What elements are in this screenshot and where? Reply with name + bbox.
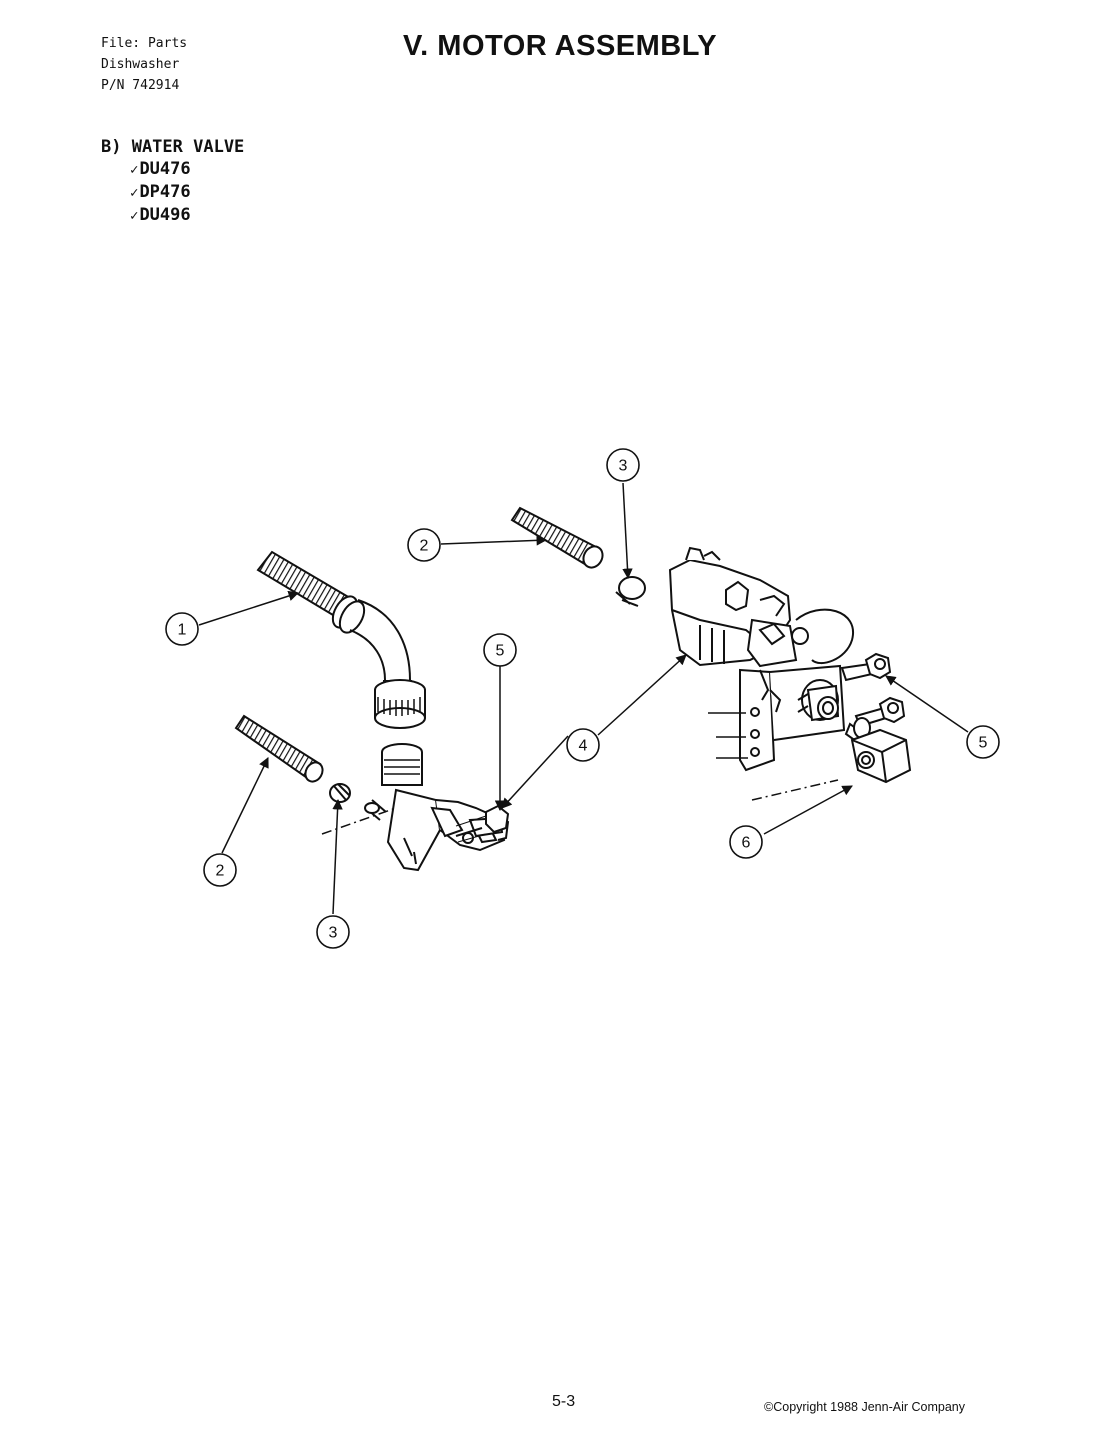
callout-circle (203, 853, 237, 887)
check-mark-icon: ✓ (130, 185, 139, 201)
leader-line (597, 654, 687, 736)
leader-line (622, 482, 633, 580)
coupling-nut-part (374, 679, 426, 729)
model-label: DU496 (139, 205, 191, 225)
model-label: DP476 (139, 182, 191, 202)
check-mark-icon: ✓ (130, 208, 139, 224)
callout-number: 3 (329, 925, 338, 942)
file-info: File: Parts Dishwasher P/N 742914 (101, 33, 187, 96)
left-valve-body (367, 743, 510, 872)
leader-line (501, 735, 569, 809)
check-mark-icon: ✓ (130, 162, 139, 178)
assembly-line (321, 807, 397, 835)
model-label: DU476 (139, 159, 191, 179)
callout-circle (165, 612, 199, 646)
callout-number: 6 (742, 835, 751, 852)
model-item: ✓DU496 (101, 204, 244, 227)
assembly-line (751, 779, 839, 801)
section-heading: B) WATER VALVE (101, 137, 245, 157)
callout-circle (407, 528, 441, 562)
leader-line (332, 798, 343, 915)
file-line: Dishwasher (101, 57, 180, 72)
leader-line (885, 675, 969, 733)
model-item: ✓DU476 (101, 158, 244, 181)
page-number: 5-3 (552, 1393, 576, 1410)
callout-circle (606, 448, 640, 482)
page-title: V. MOTOR ASSEMBLY (403, 30, 718, 62)
tube-part-right (510, 506, 604, 569)
file-line: File: Parts (101, 36, 188, 51)
callout-circle (729, 825, 763, 859)
screw-part-left (455, 804, 510, 844)
callout-number: 5 (979, 735, 988, 752)
callout-number: 5 (496, 643, 505, 660)
clamp-part-right (615, 576, 646, 607)
leader-line (198, 590, 299, 626)
copyright-notice: ©Copyright 1988 Jenn-Air Company (764, 1400, 965, 1414)
leader-line (221, 757, 269, 854)
callout-circle (966, 725, 1000, 759)
coil-part (850, 728, 912, 784)
section-block: B) WATER VALVE ✓DU476 ✓DP476 ✓DU496 (101, 136, 244, 227)
callout-number: 1 (178, 622, 187, 639)
assembly-line (708, 712, 748, 759)
inlet-hose-part (256, 550, 412, 690)
leader-line (440, 535, 548, 546)
callout-number: 2 (420, 538, 429, 555)
callout-number: 4 (579, 738, 588, 755)
callout-number: 3 (619, 458, 628, 475)
callout-circle (566, 728, 600, 762)
leader-line (763, 785, 853, 835)
callout-circle (316, 915, 350, 949)
file-line: P/N 742914 (101, 78, 180, 93)
callout-circle (483, 633, 517, 667)
tube-part-left (234, 714, 324, 783)
model-item: ✓DP476 (101, 181, 244, 204)
right-valve-body (668, 546, 855, 772)
screw-part-right (840, 652, 906, 746)
callout-number: 2 (216, 863, 225, 880)
